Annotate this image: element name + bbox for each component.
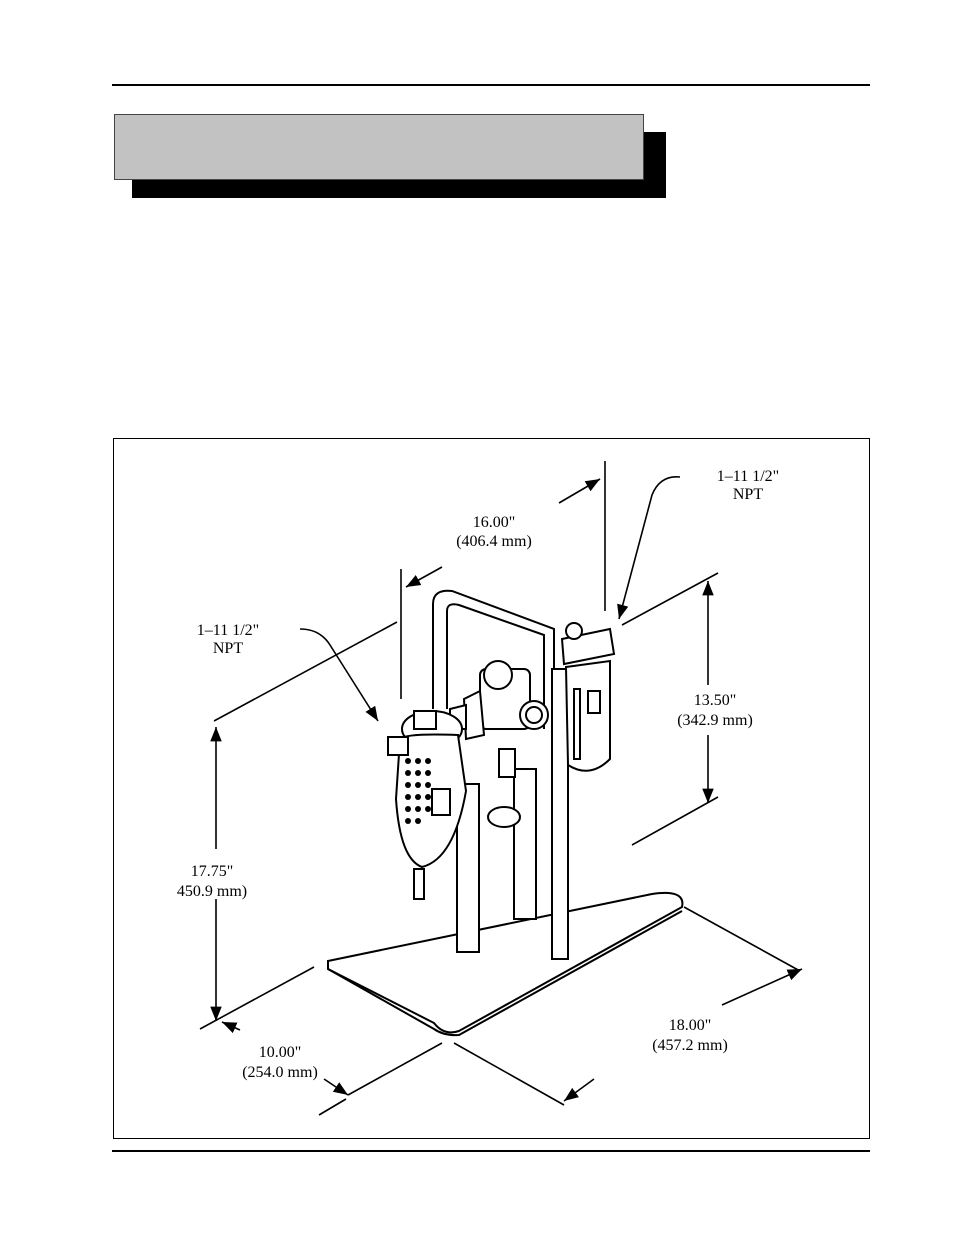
title-banner xyxy=(114,114,644,180)
dim-16-label-line1: 16.00" xyxy=(473,514,516,531)
equipment-dimension-drawing: 1–11 1/2" NPT 16.00" (406.4 mm) 1–11 1/2… xyxy=(177,461,803,1116)
dim-16-arrow-left xyxy=(405,566,443,588)
npt-callout-right-leader xyxy=(617,476,681,620)
dim-1350-label-line1: 13.50" xyxy=(694,692,737,709)
dim-1775-label-line2: 450.9 mm) xyxy=(177,883,247,900)
dim-1775-label-line1: 17.75" xyxy=(191,863,234,880)
dim-18-arrow-right xyxy=(721,968,803,1006)
dim-1350-ext-bottom xyxy=(631,796,719,846)
dim-1775-ext-bottom xyxy=(199,966,315,1030)
dim-16-label-line2: (406.4 mm) xyxy=(456,533,532,550)
right-filter-bowl xyxy=(560,622,616,772)
dim-10-leader xyxy=(347,1042,443,1096)
dim-10-arrow-left xyxy=(221,1021,241,1034)
dim-1350-label-line2: (342.9 mm) xyxy=(677,712,753,729)
dim-18-ext-left xyxy=(453,1042,565,1106)
dim-16-arrow-right xyxy=(558,478,601,504)
stand-frame xyxy=(432,589,569,960)
npt-callout-right-line2: NPT xyxy=(733,486,763,503)
dim-10-label-line1: 10.00" xyxy=(259,1044,302,1061)
npt-callout-left-line2: NPT xyxy=(213,640,243,657)
regulator-assembly xyxy=(449,660,549,828)
stand-base xyxy=(327,891,684,1037)
dim-1775-ext-top xyxy=(213,621,398,722)
dim-10-ext xyxy=(318,1098,347,1116)
dim-1350-ext-top xyxy=(621,572,719,626)
dim-10-arrow-right xyxy=(323,1078,349,1096)
bowl-sight-holes xyxy=(405,758,431,824)
dim-18-arrow-left xyxy=(563,1078,595,1102)
dim-18-ext-right xyxy=(683,906,801,972)
dim-18-label-line2: (457.2 mm) xyxy=(652,1037,728,1054)
npt-callout-left-leader xyxy=(299,628,379,722)
figure-frame: 1–11 1/2" NPT 16.00" (406.4 mm) 1–11 1/2… xyxy=(113,438,870,1139)
left-filter-bowl xyxy=(387,710,468,900)
npt-callout-right-line1: 1–11 1/2" xyxy=(717,468,779,485)
dimension-lines xyxy=(199,461,803,1116)
footer-rule xyxy=(112,1150,870,1152)
npt-callout-left-line1: 1–11 1/2" xyxy=(197,622,259,639)
dim-18-label-line1: 18.00" xyxy=(669,1017,712,1034)
dimension-labels: 1–11 1/2" NPT 16.00" (406.4 mm) 1–11 1/2… xyxy=(177,468,779,1081)
header-rule xyxy=(112,84,870,86)
dim-10-label-line2: (254.0 mm) xyxy=(242,1064,318,1081)
